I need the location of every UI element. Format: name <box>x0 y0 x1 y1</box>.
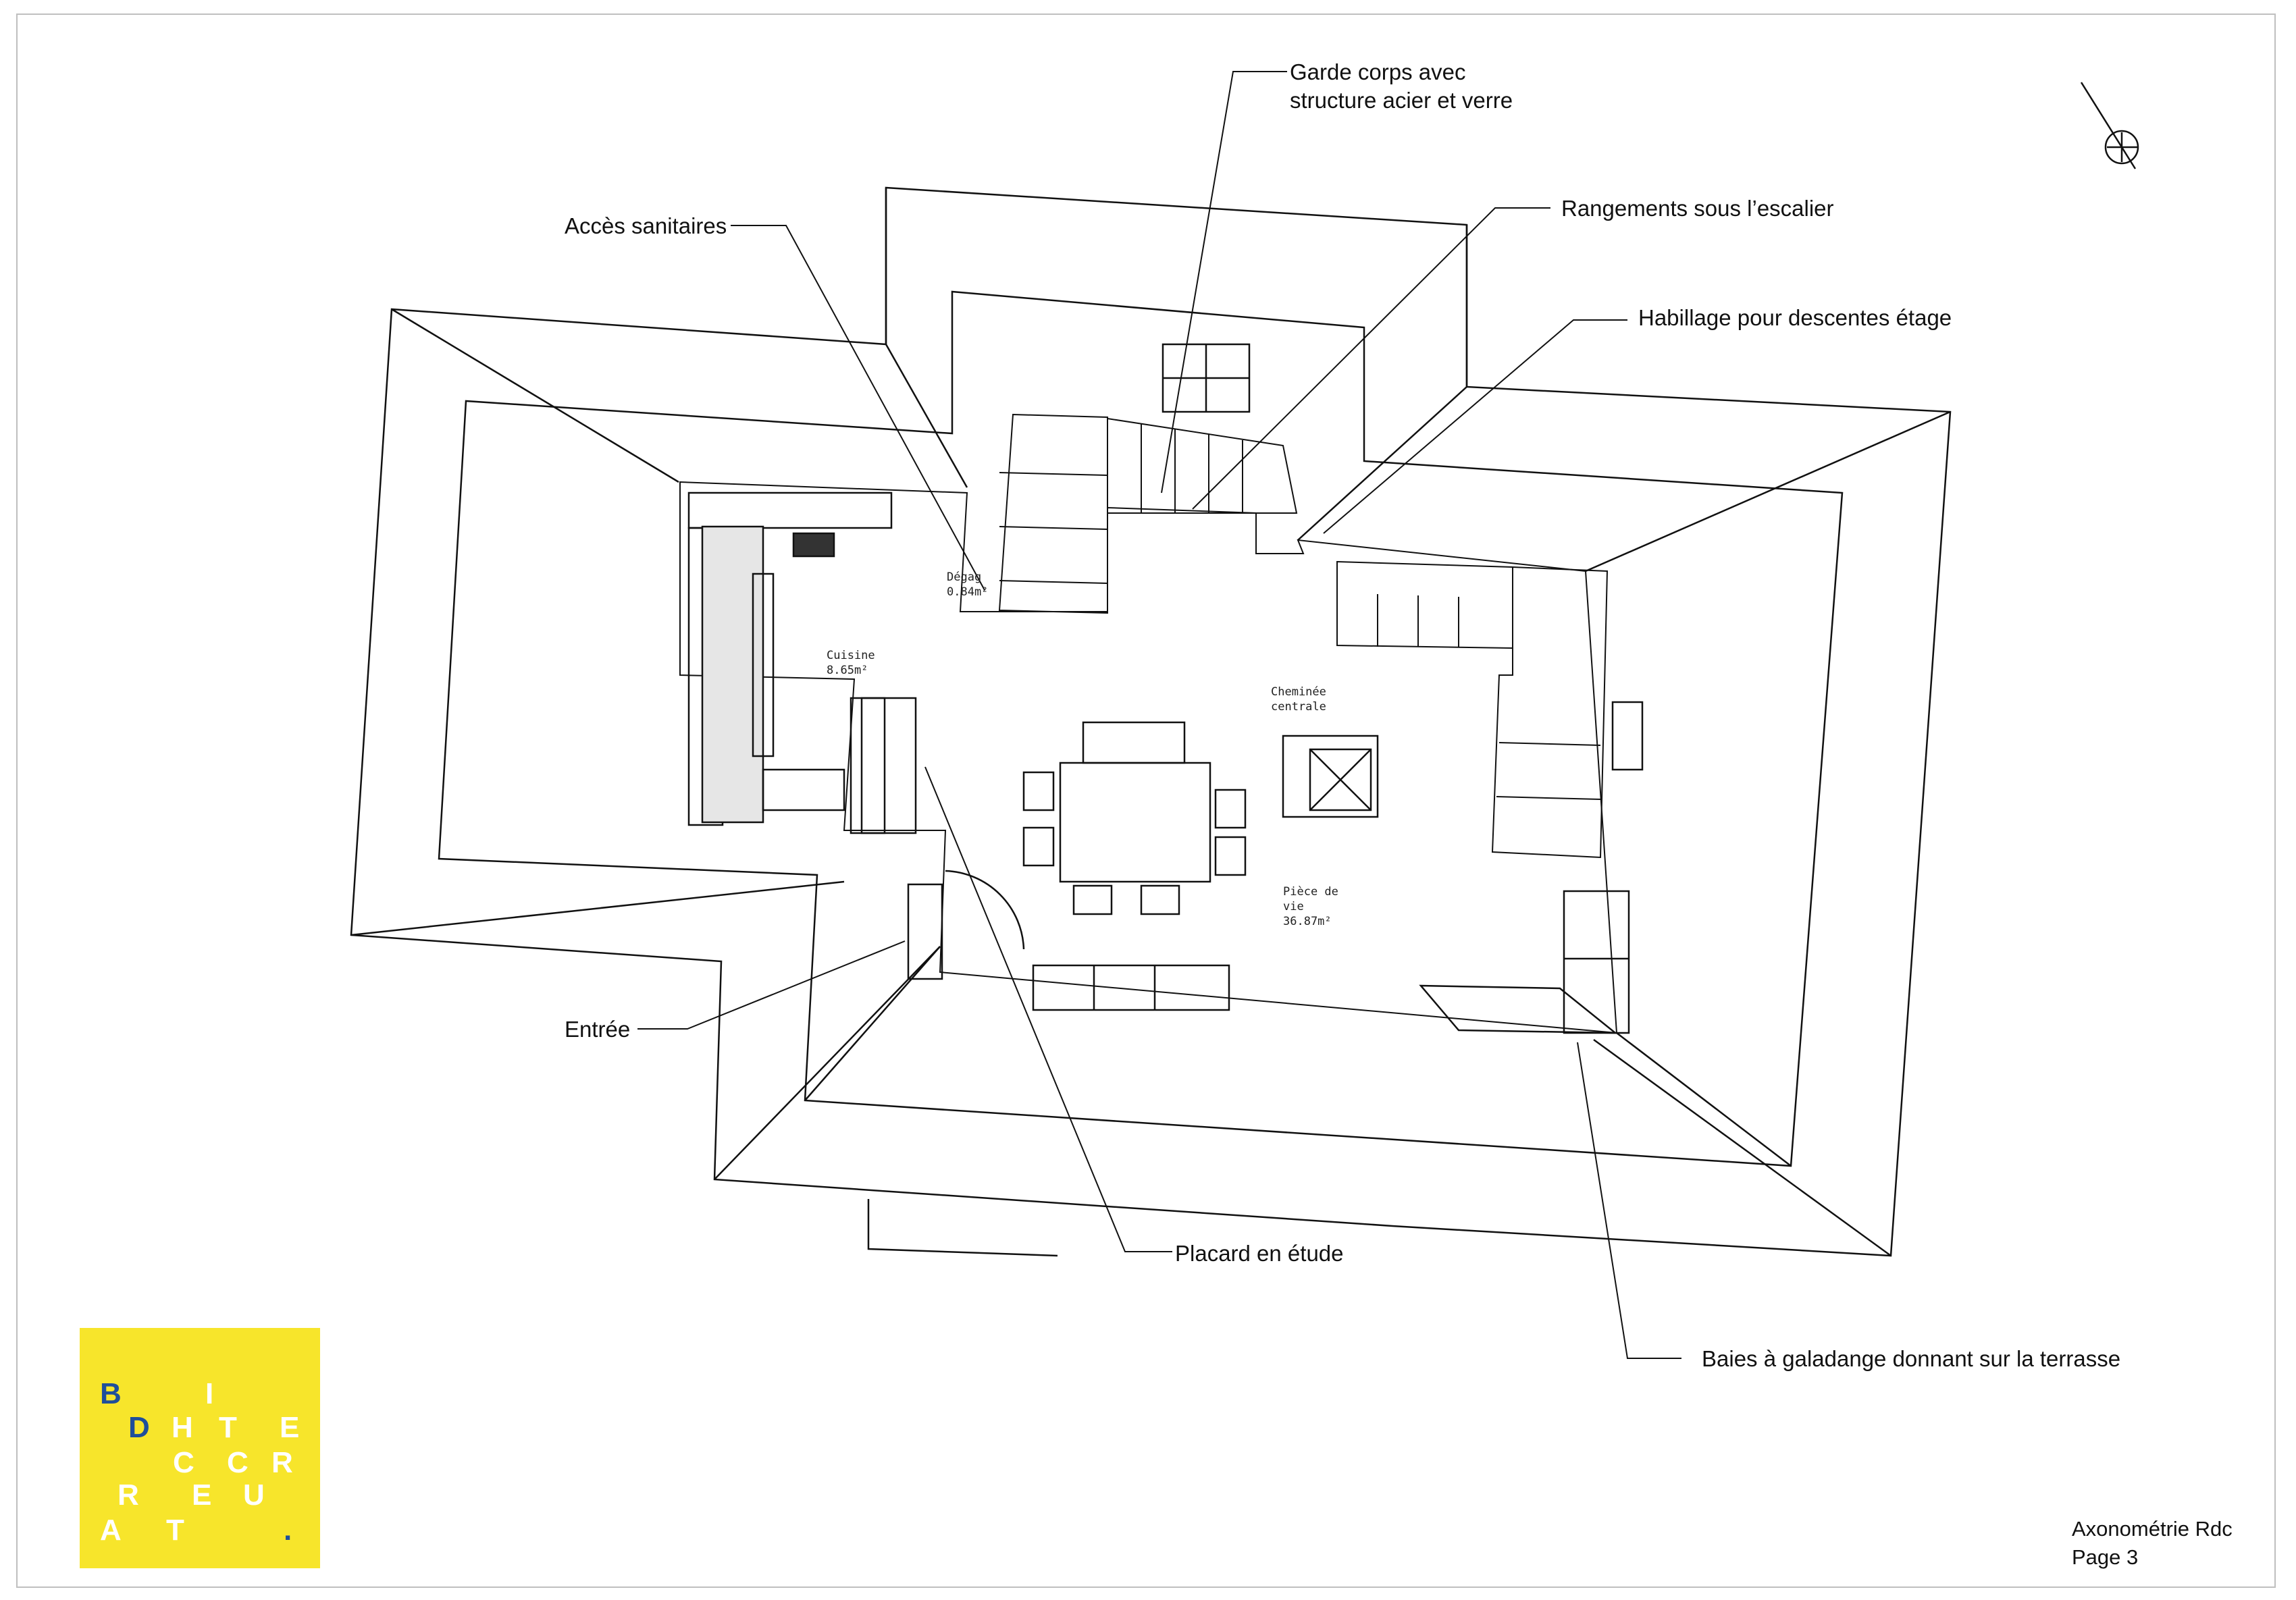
logo-letter: C <box>227 1446 249 1479</box>
compass-icon <box>2080 82 2139 169</box>
logo-letter: E <box>280 1411 300 1444</box>
logo-letter: D <box>128 1411 150 1444</box>
sofa <box>1336 560 1609 859</box>
staircase <box>998 413 1298 614</box>
cuisine-name: Cuisine <box>827 649 875 662</box>
logo: B I D H T E C C R R E U A T . <box>80 1328 320 1568</box>
label-garde-corps-line1: Garde corps avec <box>1290 59 1466 84</box>
room-labels: Dégag 0.84m² Cuisine 8.65m² Cheminée cen… <box>827 570 1338 928</box>
leader-lines <box>637 71 1681 1359</box>
label-acces-sanitaires: Accès sanitaires <box>565 213 727 238</box>
label-rangements: Rangements sous l’escalier <box>1561 196 1834 221</box>
kitchen-wall-cabinets <box>687 491 893 529</box>
logo-letter: T <box>219 1411 237 1444</box>
floor-slab <box>679 481 1618 1034</box>
label-entree: Entrée <box>565 1017 631 1042</box>
logo-letter: C <box>173 1446 194 1479</box>
cheminee-name-line1: Cheminée <box>1271 685 1326 699</box>
fireplace <box>1282 735 1379 818</box>
logo-letter: . <box>284 1514 292 1547</box>
entry-door <box>907 883 943 980</box>
piece-name-line2: vie <box>1283 900 1304 913</box>
logo-letter: H <box>172 1411 193 1444</box>
logo-letter: R <box>118 1478 139 1512</box>
logo-letter: I <box>205 1377 214 1410</box>
cheminee-name-line2: centrale <box>1271 700 1326 714</box>
bay-window-east <box>1563 890 1630 1034</box>
inner-wall-outline <box>438 290 1844 1167</box>
placard <box>860 697 917 834</box>
dining-table <box>1059 762 1211 883</box>
cuisine-area: 8.65m² <box>827 664 868 677</box>
degagement-area: 0.84m² <box>947 585 988 599</box>
page-frame <box>16 14 2276 1588</box>
logo-letter: U <box>243 1478 265 1512</box>
logo-letter: R <box>271 1446 293 1479</box>
logo-letter: T <box>166 1514 184 1547</box>
logo-letter: A <box>100 1514 122 1547</box>
label-garde-corps-line2: structure acier et verre <box>1290 88 1513 113</box>
label-habillage: Habillage pour descentes étage <box>1638 305 1952 330</box>
footer-title: Axonométrie Rdc <box>2072 1517 2233 1541</box>
footer: Axonométrie Rdc Page 3 <box>2072 1515 2233 1572</box>
logo-letter: E <box>192 1478 212 1512</box>
footer-page: Page 3 <box>2072 1545 2139 1569</box>
logo-letter: B <box>100 1377 122 1410</box>
piece-name-line1: Pièce de <box>1283 885 1338 899</box>
label-placard: Placard en étude <box>1175 1241 1344 1266</box>
degagement-name: Dégag <box>947 570 981 584</box>
label-baies: Baies à galadange donnant sur la terrass… <box>1702 1346 2121 1371</box>
bay-window-south <box>1032 964 1230 1011</box>
piece-area: 36.87m² <box>1283 915 1332 928</box>
